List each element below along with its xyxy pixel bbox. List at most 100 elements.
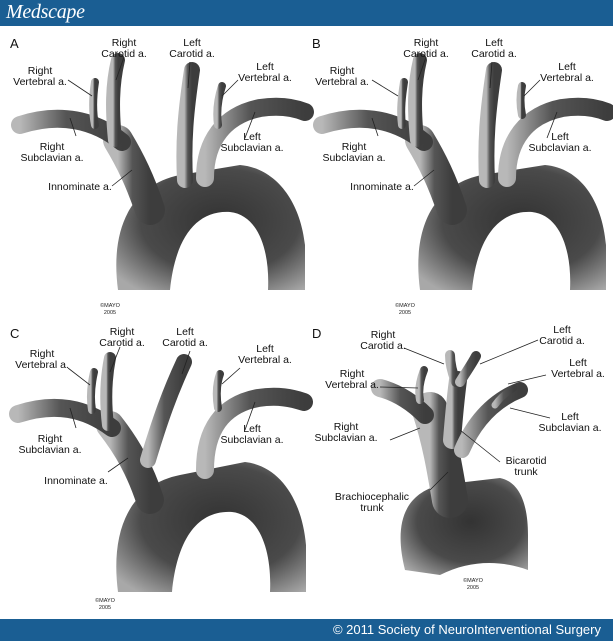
label-right-carotid-1: Right [110, 326, 135, 338]
left-carotid-artery [478, 62, 502, 188]
left-subclavian-artery [454, 382, 528, 458]
label-left-subclavian-2: Subclavian a. [220, 434, 283, 446]
left-vertebral-artery [213, 82, 226, 129]
label-right-subclavian-2: Subclavian a. [314, 432, 377, 444]
credit-b-2: 2005 [399, 310, 411, 316]
right-carotid-artery [408, 53, 427, 147]
aortic-arch-figure: A Right Carotid a. Left Carotid a. Right [9, 36, 613, 611]
label-right-vertebral-1: Right [28, 65, 53, 77]
panel-label-c: C [10, 326, 19, 341]
left-subclavian-artery [498, 97, 613, 187]
copyright-text: © 2011 Society of NeuroInterventional Su… [332, 622, 601, 637]
panel-label-a: A [10, 36, 19, 51]
left-carotid-artery [176, 62, 200, 188]
label-left-vertebral-1: Left [256, 343, 274, 355]
label-left-carotid-1: Left [553, 324, 571, 336]
right-vertebral-artery [89, 78, 99, 129]
label-left-carotid-2: Carotid a. [539, 335, 585, 347]
label-right-subclavian-2: Subclavian a. [322, 152, 385, 164]
label-right-vertebral-1: Right [330, 65, 355, 77]
label-right-vertebral-2: Vertebral a. [13, 76, 67, 88]
label-left-vertebral-2: Vertebral a. [540, 72, 594, 84]
label-left-vertebral-2: Vertebral a. [238, 72, 292, 84]
label-left-subclavian-1: Left [561, 411, 579, 423]
credit-c-2: 2005 [99, 605, 111, 611]
credit-d-2: 2005 [467, 585, 479, 591]
label-innominate: Innominate a. [48, 181, 112, 193]
vessels-d [371, 350, 528, 575]
panel-b: B Right Carotid a. Left Carotid a. Right [312, 36, 613, 316]
panel-label-b: B [312, 36, 321, 51]
label-left-subclavian-1: Left [243, 423, 261, 435]
label-right-carotid-2: Carotid a. [101, 48, 147, 60]
label-right-carotid-1: Right [371, 329, 396, 341]
label-left-carotid-1: Left [176, 326, 194, 338]
label-left-vertebral-2: Vertebral a. [238, 354, 292, 366]
label-right-vertebral-1: Right [340, 368, 365, 380]
label-right-vertebral-2: Vertebral a. [325, 379, 379, 391]
label-innominate: Innominate a. [350, 181, 414, 193]
labels-b: Right Carotid a. Left Carotid a. Right V… [315, 37, 594, 316]
label-left-carotid-2: Carotid a. [471, 48, 517, 60]
vessels-b [313, 53, 613, 290]
label-left-subclavian-1: Left [243, 131, 261, 143]
leader-lines-c [67, 346, 256, 473]
right-vertebral-artery [86, 368, 98, 414]
label-right-subclavian-1: Right [40, 141, 65, 153]
label-left-carotid-2: Carotid a. [162, 337, 208, 349]
label-left-vertebral-1: Left [256, 61, 274, 73]
panel-label-d: D [312, 326, 321, 341]
label-left-carotid-1: Left [485, 37, 503, 49]
panel-d: D Right Carotid a. Left Carotid [312, 324, 605, 591]
label-right-subclavian-1: Right [38, 433, 63, 445]
bicarotid-trunk [443, 371, 467, 449]
leader-lines-d [379, 339, 551, 491]
right-subclavian-artery [371, 379, 434, 424]
labels-d: Right Carotid a. Left Carotid a. Right V… [314, 324, 604, 591]
credit-c-1: ©MAYO [95, 597, 116, 604]
left-vertebral-artery [491, 384, 518, 409]
right-carotid-artery [100, 352, 116, 431]
label-brachiocephalic-1: Brachiocephalic [335, 491, 409, 503]
aortic-arch [116, 165, 305, 290]
right-vertebral-artery [415, 366, 428, 404]
label-left-vertebral-1: Left [569, 357, 587, 369]
label-right-carotid-1: Right [414, 37, 439, 49]
label-brachiocephalic-2: trunk [360, 502, 384, 514]
label-left-subclavian-2: Subclavian a. [220, 142, 283, 154]
label-right-carotid-2: Carotid a. [99, 337, 145, 349]
label-left-subclavian-2: Subclavian a. [528, 142, 591, 154]
label-right-vertebral-1: Right [30, 348, 55, 360]
leader-lines-a [67, 56, 256, 187]
left-carotid-artery [140, 354, 192, 468]
label-right-vertebral-2: Vertebral a. [315, 76, 369, 88]
labels-a: Right Carotid a. Left Carotid a. Right V… [13, 37, 292, 316]
footer-bar: © 2011 Society of NeuroInterventional Su… [0, 619, 613, 641]
left-subclavian-artery [196, 97, 314, 187]
label-left-vertebral-1: Left [558, 61, 576, 73]
right-subclavian-artery [9, 398, 121, 437]
label-right-vertebral-2: Vertebral a. [15, 359, 69, 371]
medscape-logo: Medscape [6, 1, 85, 23]
label-bicarotid-2: trunk [514, 466, 538, 478]
label-right-subclavian-1: Right [342, 141, 367, 153]
right-vertebral-artery [397, 78, 408, 129]
labels-c: Right Carotid a. Left Carotid a. Right V… [15, 326, 292, 611]
label-left-subclavian-1: Left [551, 131, 569, 143]
credit-b-1: ©MAYO [395, 302, 416, 309]
credit-a-2: 2005 [104, 310, 116, 316]
aortic-arch [116, 462, 306, 592]
label-left-carotid-2: Carotid a. [169, 48, 215, 60]
panel-c: C Right Carotid a. Left Carotid a. Right [9, 326, 313, 611]
label-left-vertebral-2: Vertebral a. [551, 368, 605, 380]
label-bicarotid-1: Bicarotid [506, 455, 547, 467]
right-carotid-artery [106, 53, 125, 147]
vessels-a [11, 53, 314, 290]
label-right-carotid-1: Right [112, 37, 137, 49]
left-subclavian-artery [196, 387, 313, 479]
label-right-carotid-2: Carotid a. [360, 340, 406, 352]
label-left-subclavian-2: Subclavian a. [538, 422, 601, 434]
label-right-subclavian-1: Right [334, 421, 359, 433]
credit-d-1: ©MAYO [463, 577, 484, 584]
left-vertebral-artery [212, 370, 224, 412]
